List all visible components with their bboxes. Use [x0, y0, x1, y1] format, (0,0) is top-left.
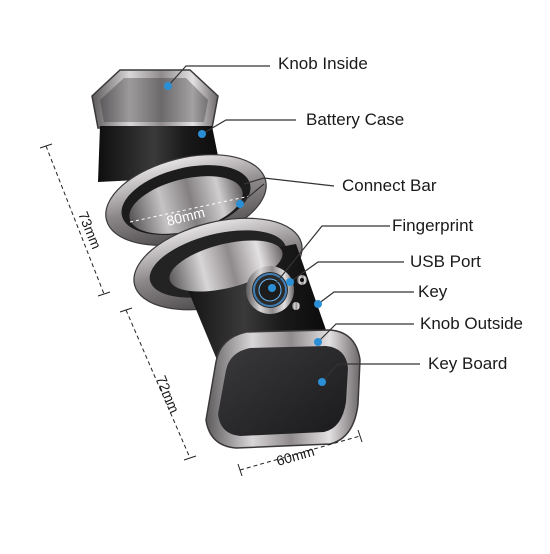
- key-board-part: [205, 329, 361, 449]
- dimension-lines: [39, 143, 363, 477]
- label-usb-port: USB Port: [410, 252, 481, 271]
- label-battery-case: Battery Case: [306, 110, 405, 129]
- label-connect-bar: Connect Bar: [342, 176, 437, 195]
- dimension-height-bottom: 72mm: [153, 373, 182, 415]
- label-key: Key: [418, 282, 448, 301]
- label-knob-outside: Knob Outside: [420, 314, 524, 333]
- dimension-height-top: 73mm: [75, 209, 104, 251]
- knob-inside-part: [91, 69, 219, 129]
- label-key-board: Key Board: [428, 354, 508, 373]
- key-hole: [292, 275, 307, 310]
- label-fingerprint: Fingerprint: [392, 216, 474, 235]
- pointer-dots: [164, 82, 326, 386]
- label-knob-inside: Knob Inside: [278, 54, 368, 73]
- leader-lines: [167, 65, 420, 383]
